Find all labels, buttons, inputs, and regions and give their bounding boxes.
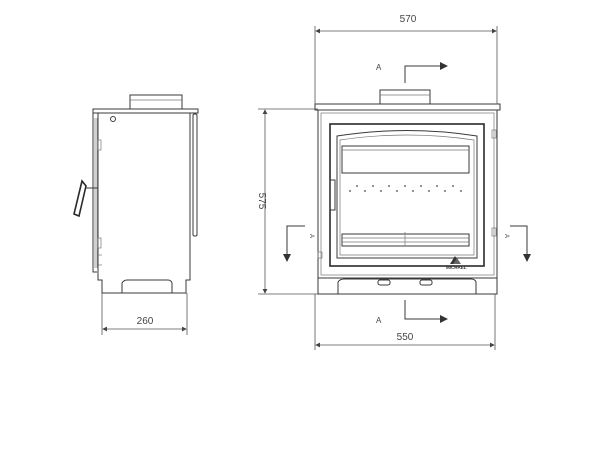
section-top-label: A xyxy=(376,63,382,72)
front-door-latch xyxy=(329,179,336,211)
front-base xyxy=(317,278,498,295)
side-view: 260 xyxy=(73,94,199,335)
section-marker-bottom: A xyxy=(376,300,448,325)
front-door-glass xyxy=(336,130,478,259)
section-left-label: A xyxy=(308,234,314,238)
side-air-knob xyxy=(110,116,116,122)
brand-logo-text: MICHAEL xyxy=(446,265,467,270)
section-right-label: A xyxy=(503,234,509,238)
front-air-control-right xyxy=(419,279,433,286)
height-label: 575 xyxy=(256,193,267,210)
side-depth-label: 260 xyxy=(137,316,154,327)
side-leg-cutout xyxy=(121,279,173,293)
front-baffle xyxy=(341,145,470,174)
section-bottom-label: A xyxy=(376,316,382,325)
side-body xyxy=(97,113,191,294)
front-leg-cutout xyxy=(337,278,477,294)
brand-logo: MICHAEL xyxy=(446,256,467,270)
front-air-control-left xyxy=(377,279,391,286)
side-top-plate xyxy=(92,108,199,114)
top-width-label: 570 xyxy=(400,14,417,25)
front-body xyxy=(317,109,498,279)
section-marker-left: A xyxy=(283,225,314,262)
front-log-retainer xyxy=(341,233,470,247)
side-flue-collar xyxy=(129,94,183,110)
front-top-plate xyxy=(314,103,501,111)
height-dimension: 575 xyxy=(256,108,318,295)
section-marker-top: A xyxy=(376,62,448,83)
side-depth-dimension: 260 xyxy=(101,293,188,335)
top-width-dimension: 570 xyxy=(314,14,498,104)
front-airwash-dots xyxy=(349,185,462,192)
front-view: MICHAEL xyxy=(314,89,501,295)
side-door-profile xyxy=(92,113,97,273)
section-marker-right: A xyxy=(503,225,531,262)
side-rear-rail xyxy=(192,113,198,237)
front-door-frame xyxy=(329,123,485,267)
side-door-handle xyxy=(73,179,87,218)
bottom-width-label: 550 xyxy=(397,332,414,343)
bottom-width-dimension: 550 xyxy=(314,294,496,350)
front-flue-collar xyxy=(379,89,431,105)
